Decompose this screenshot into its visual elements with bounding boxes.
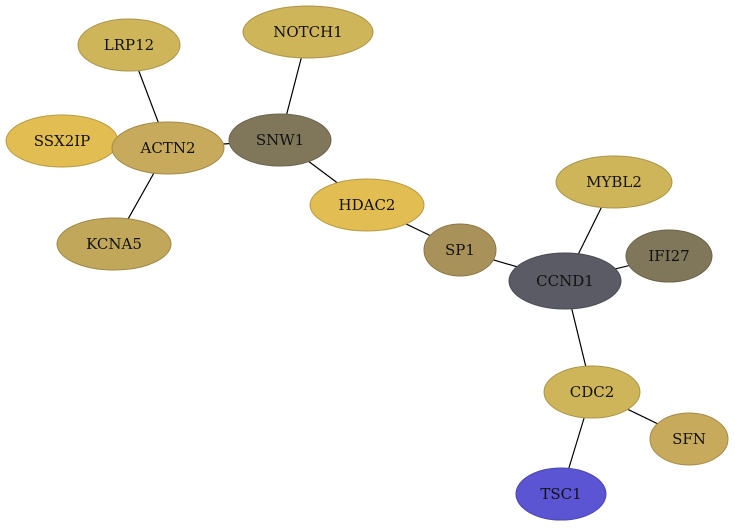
- node-sp1[interactable]: SP1: [423, 223, 497, 277]
- node-shape-kcna5: [56, 217, 172, 271]
- node-label-snw1: SNW1: [256, 131, 304, 149]
- node-shape-snw1: [228, 113, 332, 167]
- node-cdc2[interactable]: CDC2: [543, 365, 641, 419]
- node-label-actn2: ACTN2: [140, 139, 196, 157]
- node-shape-sfn: [649, 412, 729, 466]
- node-notch1[interactable]: NOTCH1: [242, 5, 374, 59]
- node-actn2[interactable]: ACTN2: [111, 121, 225, 175]
- node-label-kcna5: KCNA5: [86, 235, 142, 253]
- node-label-tsc1: TSC1: [540, 485, 581, 503]
- node-label-sfn: SFN: [672, 430, 706, 448]
- node-tsc1[interactable]: TSC1: [515, 467, 607, 521]
- node-hdac2[interactable]: HDAC2: [309, 178, 425, 232]
- node-label-lrp12: LRP12: [104, 36, 154, 54]
- node-shape-mybl2: [555, 155, 673, 209]
- node-label-mybl2: MYBL2: [586, 173, 642, 191]
- node-shape-lrp12: [77, 18, 181, 72]
- node-shape-tsc1: [515, 467, 607, 521]
- node-mybl2[interactable]: MYBL2: [555, 155, 673, 209]
- node-shape-ccnd1: [508, 252, 622, 310]
- node-shape-cdc2: [543, 365, 641, 419]
- node-sfn[interactable]: SFN: [649, 412, 729, 466]
- node-label-notch1: NOTCH1: [273, 23, 343, 41]
- node-shape-actn2: [111, 121, 225, 175]
- node-label-cdc2: CDC2: [570, 383, 615, 401]
- node-kcna5[interactable]: KCNA5: [56, 217, 172, 271]
- node-snw1[interactable]: SNW1: [228, 113, 332, 167]
- node-shape-hdac2: [309, 178, 425, 232]
- node-label-sp1: SP1: [445, 241, 475, 259]
- node-ifi27[interactable]: IFI27: [625, 229, 713, 283]
- node-ccnd1[interactable]: CCND1: [508, 252, 622, 310]
- node-shape-notch1: [242, 5, 374, 59]
- node-label-ssx2ip: SSX2IP: [34, 132, 91, 150]
- node-ssx2ip[interactable]: SSX2IP: [5, 114, 119, 168]
- node-shape-sp1: [423, 223, 497, 277]
- node-label-ifi27: IFI27: [648, 247, 689, 265]
- node-label-hdac2: HDAC2: [339, 196, 396, 214]
- node-label-ccnd1: CCND1: [536, 272, 594, 290]
- node-shape-ifi27: [625, 229, 713, 283]
- node-lrp12[interactable]: LRP12: [77, 18, 181, 72]
